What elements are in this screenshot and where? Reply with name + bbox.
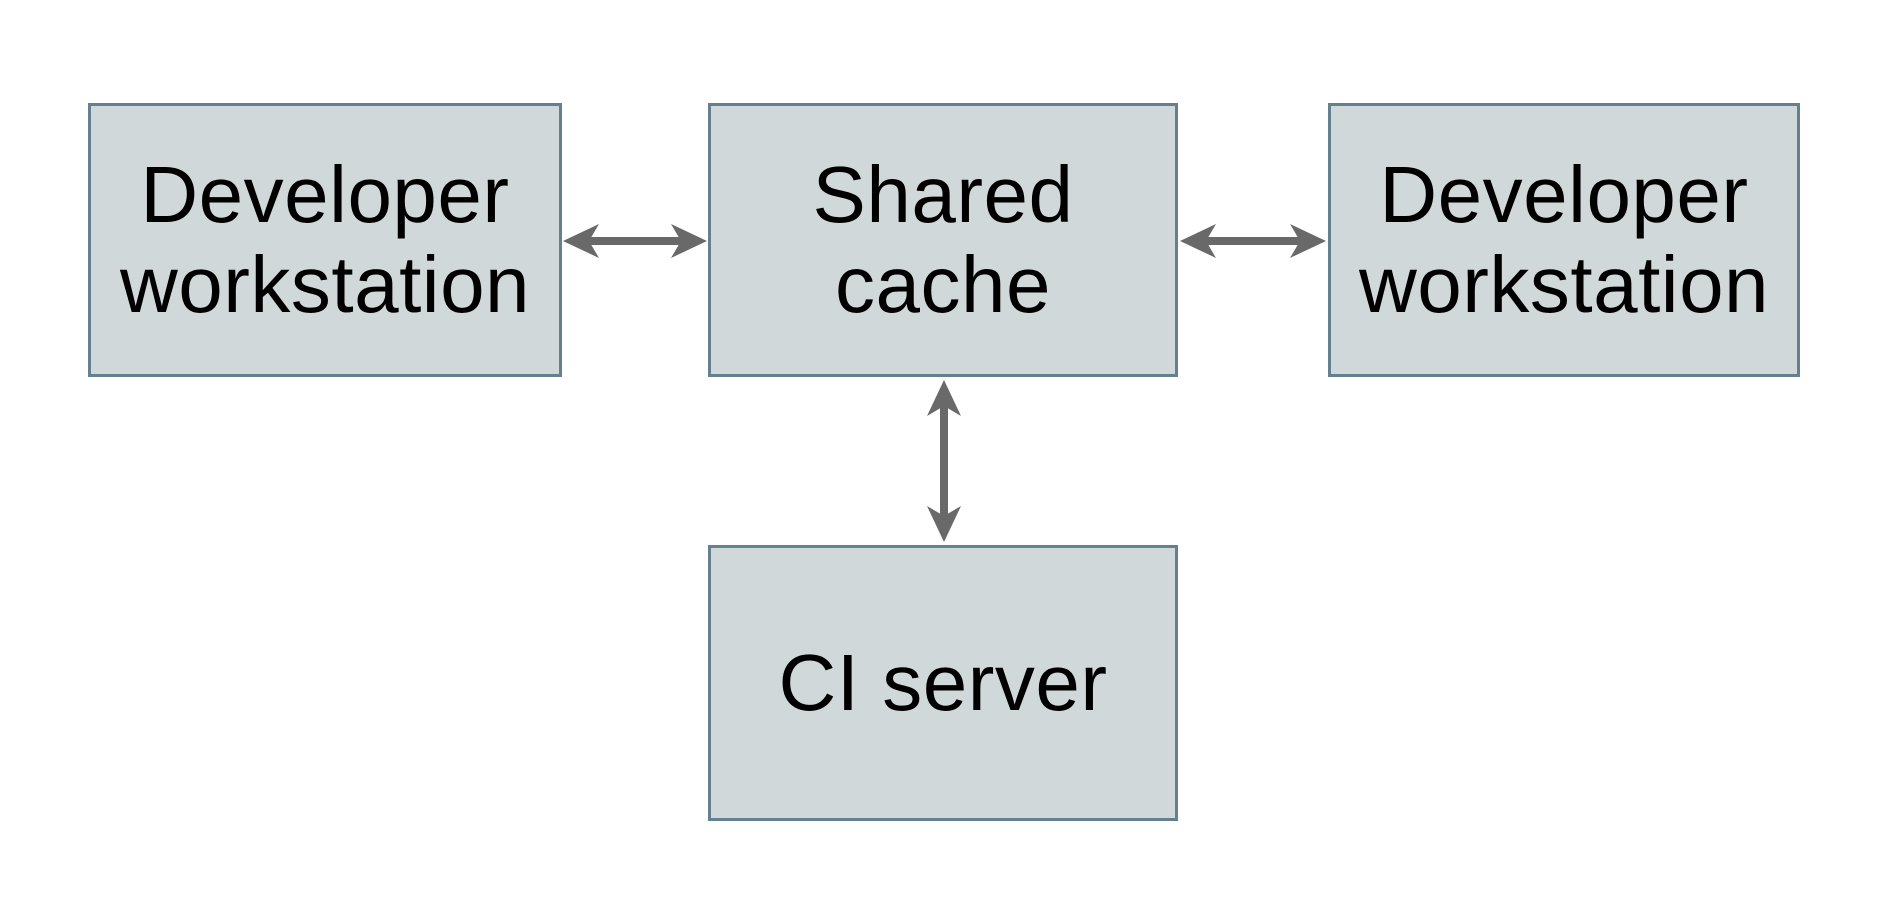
node-developer-workstation-left: Developer workstation bbox=[88, 103, 562, 377]
bidirectional-arrow-cache-ci-server bbox=[927, 380, 961, 542]
arrow-shaft bbox=[1204, 237, 1302, 245]
arrowhead-left-icon bbox=[563, 224, 599, 258]
arrowhead-up-icon bbox=[927, 380, 961, 416]
arrow-shaft bbox=[940, 404, 948, 518]
arrowhead-right-icon bbox=[1290, 224, 1326, 258]
arrowhead-right-icon bbox=[671, 224, 707, 258]
node-shared-cache: Shared cache bbox=[708, 103, 1178, 377]
bidirectional-arrow-left-workstation-cache bbox=[563, 224, 707, 258]
node-developer-workstation-right: Developer workstation bbox=[1328, 103, 1800, 377]
bidirectional-arrow-cache-right-workstation bbox=[1180, 224, 1326, 258]
node-ci-server: CI server bbox=[708, 545, 1178, 821]
arrow-shaft bbox=[587, 237, 683, 245]
arrowhead-left-icon bbox=[1180, 224, 1216, 258]
arrowhead-down-icon bbox=[927, 506, 961, 542]
